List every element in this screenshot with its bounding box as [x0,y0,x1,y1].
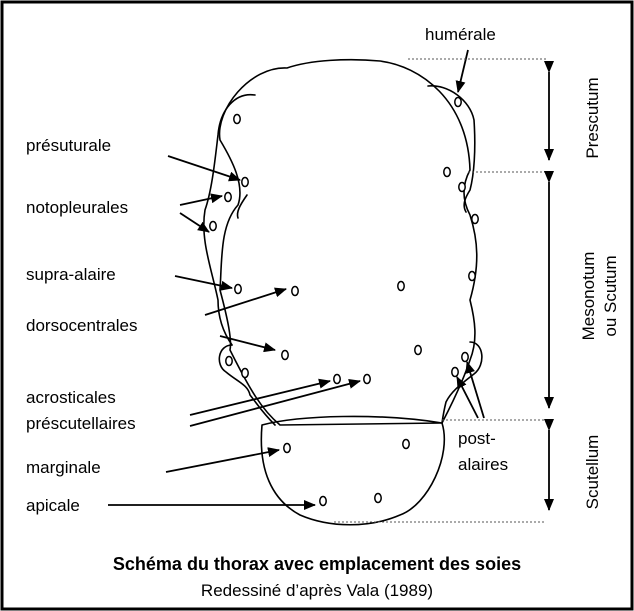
socket-acrostical-2 [364,375,370,384]
socket-notopleural-1 [225,193,231,202]
socket-acrostical-1 [334,375,340,384]
socket-notopleural-right-1 [459,183,465,192]
label-supra-alaire: supra-alaire [26,265,116,284]
arrow-postalaire-2 [467,362,484,418]
label-presuturale: présuturale [26,136,111,155]
label-post: post- [458,429,496,448]
socket-presutural-right [444,168,450,177]
arrow-supra-alaire [175,276,232,288]
label-prescutellaires: préscutellaires [26,414,136,433]
socket-apical-right [375,494,381,503]
arrow-dorsocentrale-2 [220,336,275,350]
arrow-humerale [458,50,468,92]
label-marginale: marginale [26,458,101,477]
region-guides [334,59,546,522]
arrow-postalaire-1 [457,377,478,418]
label-prescutum: Prescutum [583,77,602,158]
arrow-presuturale [168,156,240,180]
socket-marginal-left [284,444,290,453]
socket-dorsocentral-3 [282,351,288,360]
socket-supra-alar-left [235,285,241,294]
socket-dorsocentral-2 [398,282,404,291]
label-mesonotum: Mesonotum [579,252,598,341]
thorax-outline [204,60,482,525]
socket-postalar-left-2 [242,369,248,378]
scutellum-outline [261,416,444,524]
label-humerale: humérale [425,25,496,44]
socket-postalar-right-1 [462,353,468,362]
socket-humeral-left [234,115,240,124]
pointer-arrows [108,50,484,505]
socket-notopleural-right-2 [472,215,478,224]
label-ou-scutum: ou Scutum [601,255,620,336]
socket-postalar-left-1 [226,357,232,366]
label-alaires: alaires [458,455,508,474]
caption-subtitle: Redessiné d’après Vala (1989) [201,581,433,600]
label-scutellum: Scutellum [583,435,602,510]
socket-notopleural-2 [210,222,216,231]
scutum-outline [220,60,477,425]
socket-marginal-right [403,440,409,449]
label-dorsocentrales: dorsocentrales [26,316,138,335]
arrow-acrosticale-2 [190,381,360,426]
socket-humeral-right [455,98,461,107]
socket-supra-alar-right [469,272,475,281]
label-apicale: apicale [26,496,80,515]
arrow-marginale [166,450,279,472]
arrow-acrosticale-1 [190,381,330,415]
label-acrosticales: acrosticales [26,388,116,407]
label-notopleurales: notopleurales [26,198,128,217]
socket-dorsocentral-4 [415,346,421,355]
socket-presutural-left [242,178,248,187]
bristle-sockets [210,98,478,506]
socket-postalar-right-2 [452,368,458,377]
arrow-notopleurale-1 [180,196,222,205]
socket-dorsocentral-1 [292,287,298,296]
socket-apical-left [320,497,326,506]
caption-title: Schéma du thorax avec emplacement des so… [113,554,521,574]
